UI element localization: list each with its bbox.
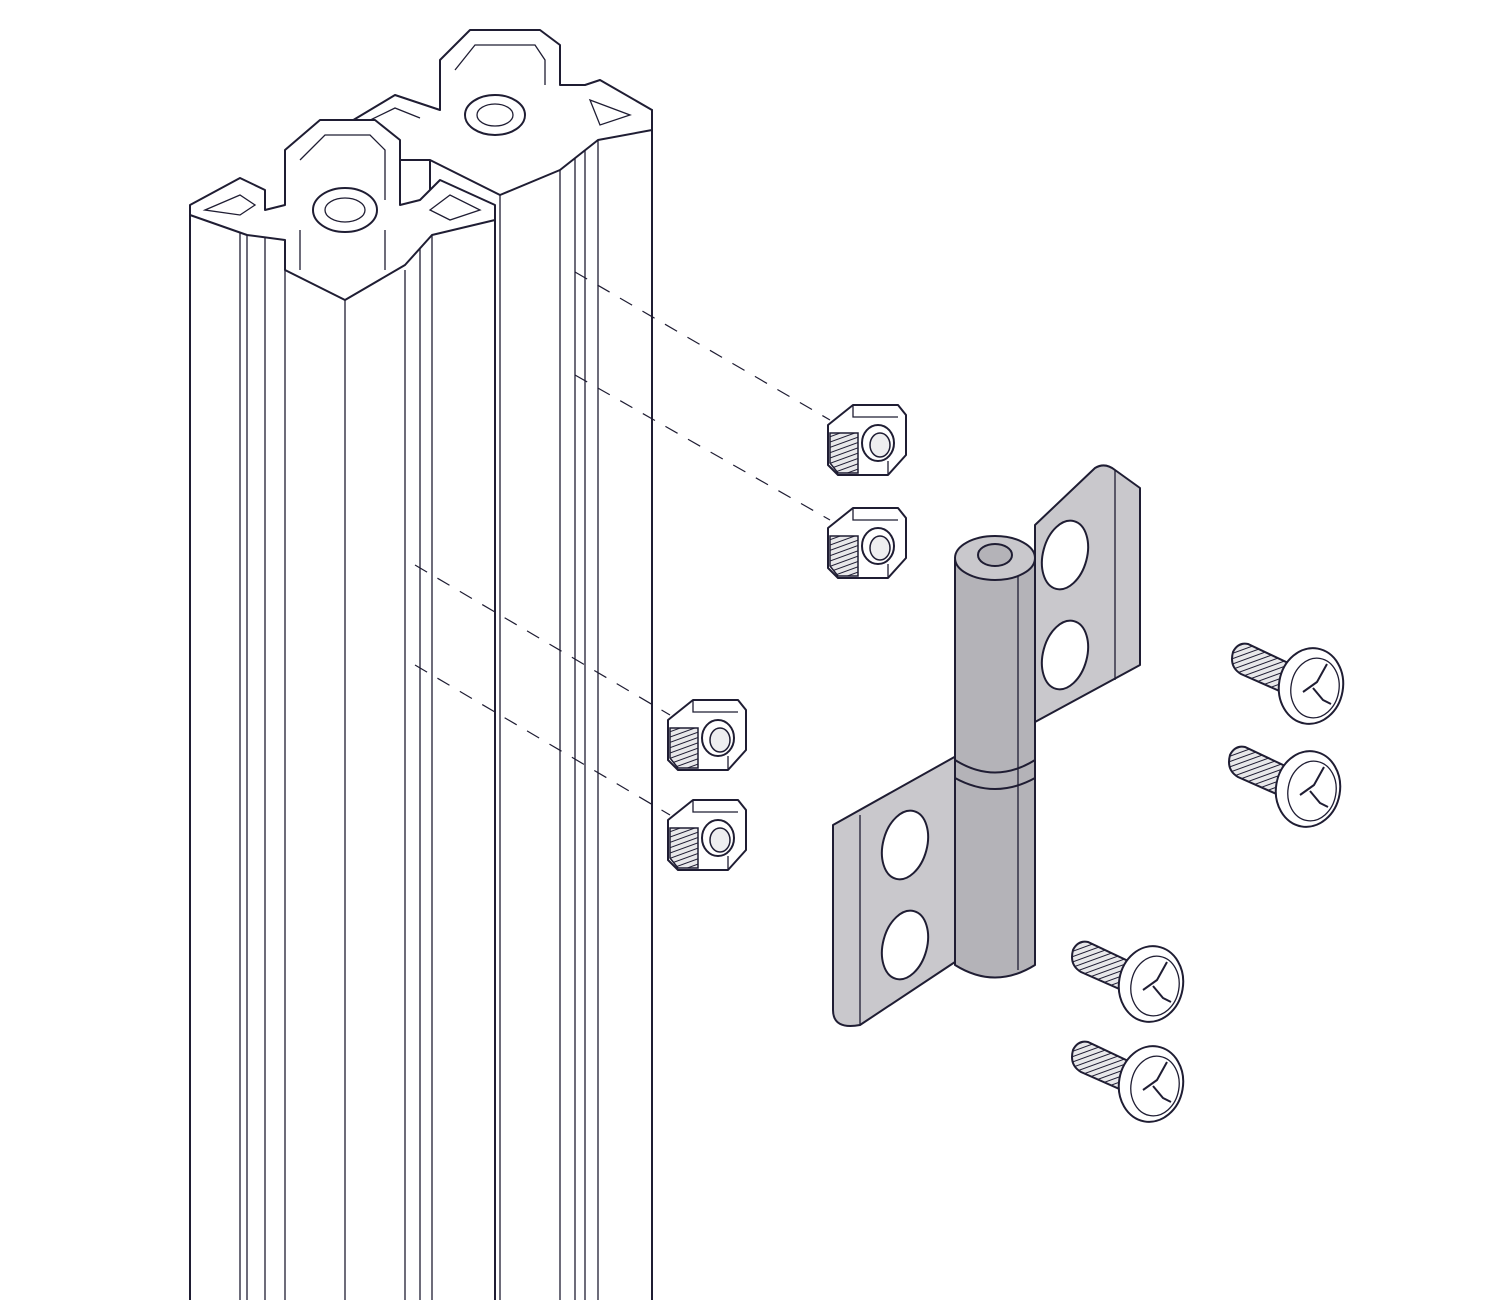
t-nut [827,404,907,476]
t-nut [827,507,907,579]
screw [1228,745,1348,833]
screw [1071,1040,1191,1128]
assembly-guide-lines [414,271,831,816]
screw [1071,940,1191,1028]
screw [1231,642,1351,730]
t-nut [667,699,747,771]
front-extrusion [189,119,496,1300]
t-nut [667,799,747,871]
hinge [832,464,1141,1027]
